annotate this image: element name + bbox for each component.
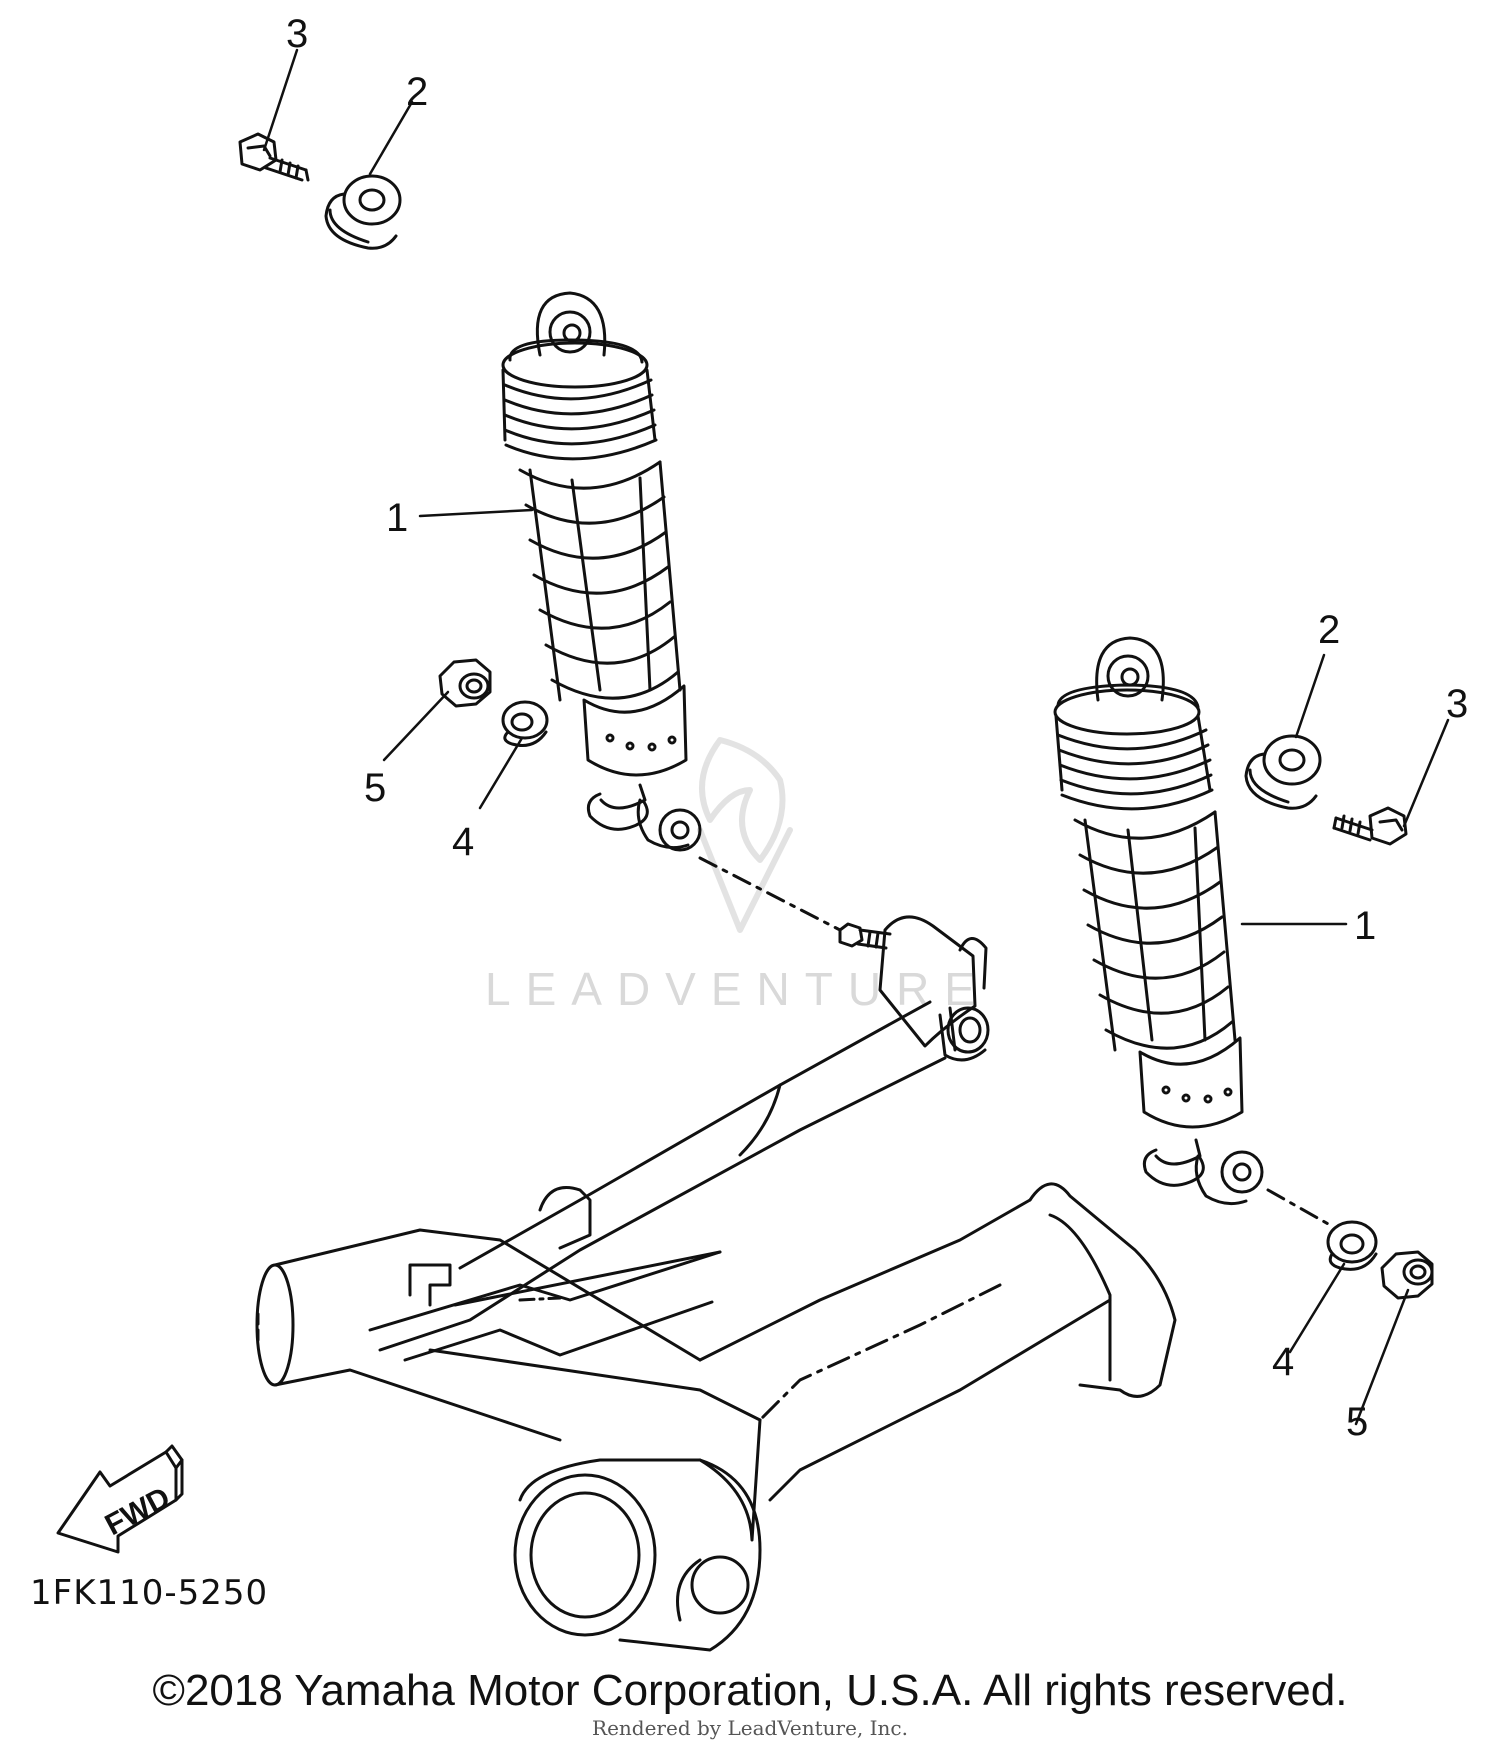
bolt-right: [1332, 806, 1408, 846]
leader-dash-left: [698, 856, 842, 932]
washer-left: [501, 700, 549, 747]
callout-1-right: 1: [1354, 904, 1377, 948]
callout-2-right: 2: [1318, 608, 1341, 652]
rendered-by-notice: Rendered by LeadVenture, Inc.: [592, 1716, 908, 1740]
callout-4-left: 4: [452, 820, 475, 864]
fwd-label: FWD: [100, 1481, 176, 1542]
callout-4-right: 4: [1272, 1340, 1295, 1384]
nut-right: [1380, 1250, 1434, 1300]
callout-3-top: 3: [286, 12, 309, 56]
collar-top: [324, 174, 402, 250]
nut-left: [438, 658, 492, 708]
watermark-logo: [697, 737, 793, 933]
copyright-notice: ©2018 Yamaha Motor Corporation, U.S.A. A…: [152, 1666, 1348, 1715]
callout-1-left: 1: [386, 496, 409, 540]
callout-5-right: 5: [1346, 1400, 1369, 1444]
callout-leaders: [262, 48, 1450, 1426]
swingarm: [255, 915, 1177, 1652]
drawing-code: 1FK110-5250: [30, 1573, 269, 1613]
shock-absorber-left: [501, 291, 702, 852]
callout-2-top: 2: [406, 70, 429, 114]
collar-right: [1244, 734, 1322, 810]
washer-right: [1326, 1220, 1378, 1271]
shock-absorber-right: [1053, 636, 1264, 1206]
callout-3-right: 3: [1446, 682, 1469, 726]
fwd-arrow-icon: FWD: [56, 1444, 184, 1554]
bolt-top-left: [238, 132, 310, 182]
leader-dash-right: [1266, 1188, 1332, 1227]
callout-5-left: 5: [364, 766, 387, 810]
